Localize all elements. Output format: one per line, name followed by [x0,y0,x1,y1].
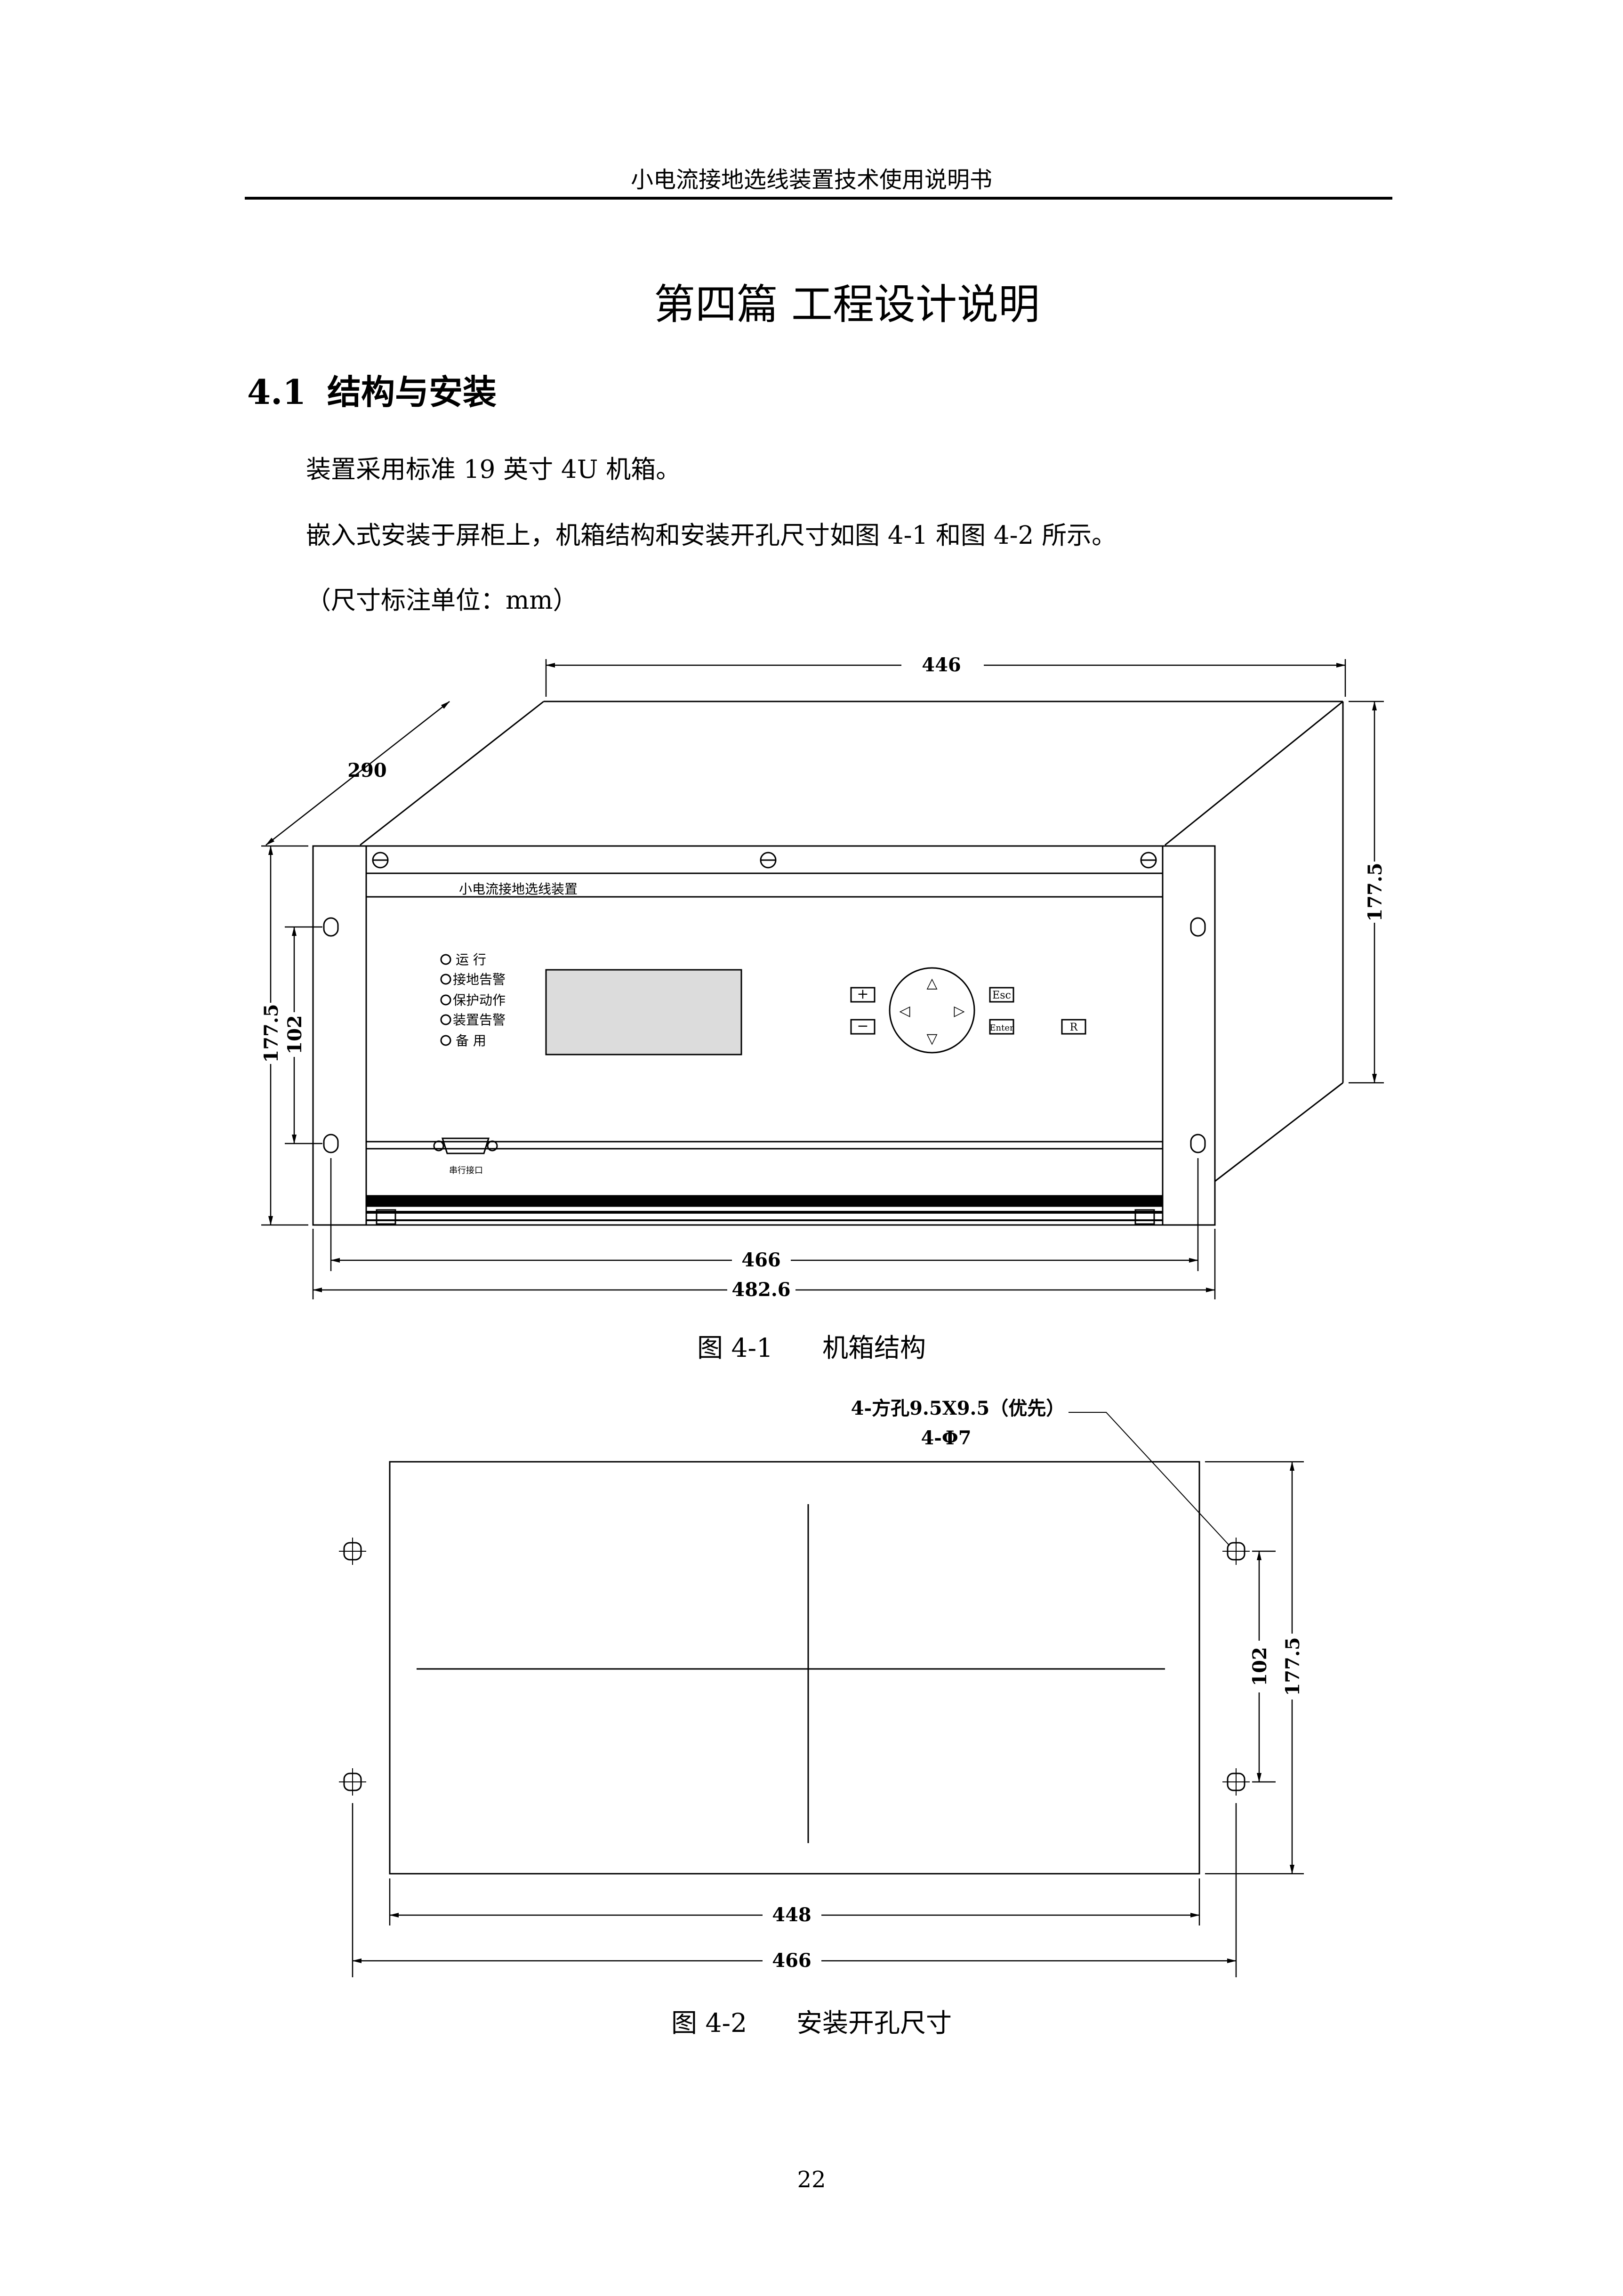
dim-cutout-width: 448 [772,1904,812,1926]
dim-depth: 290 [347,759,387,781]
right-arrow-icon: ▷ [954,1003,964,1019]
dim-inner-width: 466 [741,1249,781,1271]
figure-4-1-panel-text: 小电流接地选线装置 运 行 接地告警 保护动作 装置告警 备 用 [453,881,578,1048]
led-label-ground-alarm: 接地告警 [453,972,506,987]
paragraph-unit-note: （尺寸标注单位：mm） [306,586,578,615]
figure-4-1-dimensions [261,659,1384,1299]
enter-key-label: Enter [989,1023,1014,1033]
figure-4-2-labels: 4-方孔9.5X9.5（优先） 4-Φ7 102 177.5 448 466 [772,1397,1304,1972]
hole-note-square: 4-方孔9.5X9.5（优先） [851,1397,1065,1419]
dim-hole-spacing-2: 102 [1249,1647,1271,1686]
running-header: 小电流接地选线装置技术使用说明书 [630,167,992,193]
figure-4-1-dimension-labels: 446 290 177.5 177.5 102 466 482.6 [260,654,1386,1301]
left-arrow-icon: ◁ [899,1003,910,1019]
figure-4-1-keypad-text: + − △ ▽ ◁ ▷ Esc Enter R 串行接口 [449,975,1078,1176]
page-number: 22 [797,2167,826,2193]
device-name-label: 小电流接地选线装置 [459,881,578,897]
up-arrow-icon: △ [926,975,937,991]
dim-outer-width: 482.6 [731,1279,790,1301]
led-label-device-alarm: 装置告警 [453,1012,506,1028]
dim-hole-spacing: 102 [284,1015,306,1055]
section-number: 4.1 [247,372,306,412]
part-title: 第四篇 工程设计说明 [654,280,1040,329]
mount-hole-bottom-left [339,1768,366,1796]
plus-key-label: + [857,986,868,1002]
dim-hole-width: 466 [772,1950,812,1972]
led-label-spare: 备 用 [456,1033,486,1048]
mount-hole-top-right [1222,1538,1250,1565]
mount-hole-top-left [339,1538,366,1565]
paragraph-install: 嵌入式安装于屏柜上，机箱结构和安装开孔尺寸如图 4-1 和图 4-2 所示。 [306,521,1117,550]
dim-cutout-height: 177.5 [1282,1637,1304,1696]
minus-key-label: − [857,1018,868,1034]
paragraph-chassis: 装置采用标准 19 英寸 4U 机箱。 [306,455,681,484]
section-title: 结构与安装 [327,372,497,412]
serial-port-label: 串行接口 [449,1166,483,1176]
figure-4-2-dimensions [352,1461,1304,1977]
dim-left-height: 177.5 [260,1004,282,1063]
figure-4-1-chassis-drawing [312,701,1344,1226]
dim-top-width: 446 [922,654,961,676]
hole-note-round: 4-Φ7 [921,1427,971,1449]
dim-right-height: 177.5 [1364,862,1386,921]
esc-key-label: Esc [992,990,1011,1001]
mount-hole-bottom-right [1222,1768,1250,1796]
figure-4-2-cutout-drawing [339,1412,1250,1875]
led-label-run: 运 行 [456,952,486,967]
led-label-protection-trip: 保护动作 [453,992,506,1008]
header-rule [245,197,1392,200]
section-heading: 4.1 结构与安装 [247,371,497,413]
down-arrow-icon: ▽ [926,1031,937,1047]
figure-4-1-caption: 图 4-1 机箱结构 [697,1333,926,1363]
reset-key-label: R [1070,1022,1078,1033]
figure-4-2-caption: 图 4-2 安装开孔尺寸 [671,2008,952,2038]
